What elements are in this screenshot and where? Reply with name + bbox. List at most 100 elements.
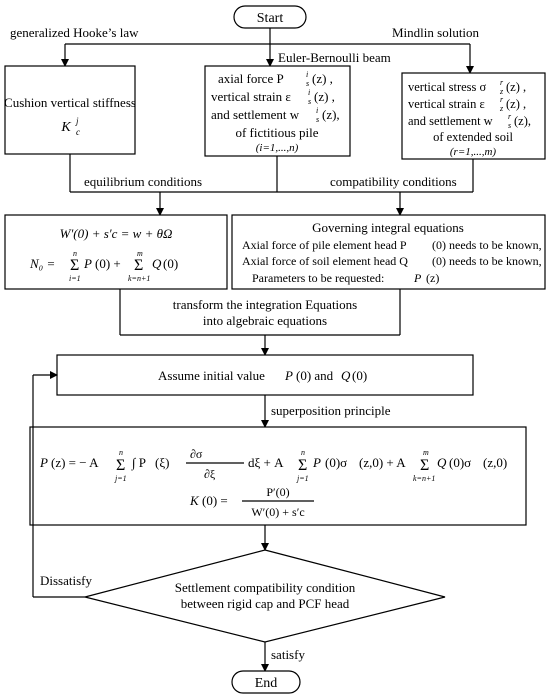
- pile-line3-tail: (z),: [322, 107, 340, 122]
- cushion-symbol-sub: c: [76, 127, 80, 137]
- soil-line3-sub: s: [508, 121, 511, 130]
- pile-line2: vertical strain ε: [211, 89, 291, 104]
- start-label: Start: [257, 11, 284, 26]
- soil-line3-tail: (z),: [514, 114, 531, 128]
- pile-line1-sub: s: [306, 79, 309, 88]
- pile-line2-sup: i: [308, 88, 310, 97]
- svg-text:j=1: j=1: [296, 474, 309, 483]
- extended-soil-box: vertical stress σ z r (z) , vertical str…: [401, 72, 546, 160]
- svg-text:n: n: [119, 448, 123, 457]
- eq1-sum1: Σ: [116, 457, 125, 474]
- eq1-frac-num: ∂σ: [190, 447, 203, 461]
- equilibrium-eq2-lhs: N₀ =: [29, 256, 55, 271]
- cushion-title: Cushion vertical stiffness: [4, 95, 136, 110]
- start-terminator: Start: [233, 5, 307, 29]
- assume-sym1: P: [284, 368, 293, 383]
- pile-line1: axial force P: [218, 71, 284, 86]
- hooke-label: generalized Hooke’s law: [10, 25, 139, 40]
- decision-line2: between rigid cap and PCF head: [181, 596, 350, 611]
- eq1-term3: Q: [437, 455, 447, 470]
- svg-text:m: m: [423, 448, 429, 457]
- soil-line2-sup: r: [500, 95, 504, 104]
- soil-line2-tail: (z) ,: [506, 97, 526, 111]
- governing-line1-tail: (0) needs to be known,: [432, 238, 542, 252]
- pile-line5: (i=1,...,n): [256, 142, 299, 154]
- eq1-frac-den: ∂ξ: [204, 467, 216, 481]
- pile-line3-sup: i: [316, 106, 318, 115]
- svg-text:j=1: j=1: [114, 474, 127, 483]
- superposition-box: P (z) = − A Σ n j=1 ∫ P (ξ) ∂σ ∂ξ dξ + A…: [29, 426, 527, 526]
- eq1-term1: ∫ P: [131, 455, 146, 471]
- eq1-term3c: (z,0): [483, 455, 507, 470]
- equilibrium-box: W′(0) + s′c = w + θΩ N₀ = Σ n i=1 P (0) …: [4, 214, 228, 290]
- eq1-term2: P: [312, 455, 321, 470]
- fictitious-pile-box: axial force P s i (z) , vertical strain …: [204, 65, 351, 157]
- svg-text:n: n: [301, 448, 305, 457]
- pile-line4: of fictitious pile: [235, 125, 318, 140]
- pile-line2-tail: (z) ,: [314, 89, 335, 104]
- eq1-term2b: (0)σ: [325, 455, 347, 470]
- assume-initial-value-box: Assume initial value P (0) and Q (0): [56, 354, 474, 396]
- soil-line3-sup: r: [508, 112, 512, 121]
- governing-line3-tail: (z): [426, 271, 439, 285]
- eq1-term3b: (0)σ: [449, 455, 471, 470]
- svg-text:Σ: Σ: [298, 457, 307, 474]
- superposition-eq1-rest: (z) = − A: [51, 455, 99, 470]
- soil-line1-sup: r: [500, 78, 504, 87]
- soil-line1-sub: z: [499, 87, 504, 96]
- governing-line1: Axial force of pile element head P: [242, 238, 407, 252]
- soil-line3: and settlement w: [408, 114, 493, 128]
- cushion-stiffness-box: Cushion vertical stiffness K c j: [4, 65, 136, 155]
- pile-line3-sub: s: [316, 115, 319, 124]
- governing-equations-box: Governing integral equations Axial force…: [231, 214, 546, 290]
- equilibrium-label: equilibrium conditions: [84, 174, 202, 189]
- soil-line1: vertical stress σ: [408, 80, 487, 94]
- governing-title: Governing integral equations: [312, 220, 464, 235]
- governing-line2: Axial force of soil element head Q: [242, 254, 408, 268]
- cushion-symbol-sup: j: [75, 116, 79, 126]
- eq1-dxi: dξ + A: [248, 455, 284, 470]
- governing-line2-tail: (0) needs to be known,: [432, 254, 542, 268]
- compatibility-label: compatibility conditions: [330, 174, 457, 189]
- soil-line5: (r=1,...,m): [450, 146, 497, 158]
- equilibrium-eq1: W′(0) + s′c = w + θΩ: [60, 226, 173, 241]
- cushion-symbol: K: [60, 120, 71, 135]
- svg-text:Σ: Σ: [420, 457, 429, 474]
- satisfy-label: satisfy: [271, 647, 305, 662]
- equilibrium-eq2-p-tail: (0) +: [95, 256, 121, 271]
- superposition-eq2-lhs: K: [189, 493, 200, 508]
- governing-line3-sym: P: [413, 271, 422, 285]
- assume-text: Assume initial value: [158, 368, 265, 383]
- sum1-lower: i=1: [69, 274, 81, 283]
- sum2-upper: m: [137, 249, 143, 258]
- sum1-upper: n: [73, 249, 77, 258]
- middle-connectors: [69, 154, 474, 216]
- sum1-sign: Σ: [70, 257, 79, 274]
- eq1-term2c: (z,0) + A: [359, 455, 406, 470]
- soil-line4: of extended soil: [433, 130, 513, 144]
- pile-line1-tail: (z) ,: [312, 71, 333, 86]
- pile-line3: and settlement w: [211, 107, 300, 122]
- pile-line1-sup: i: [306, 70, 308, 79]
- svg-text:k=n+1: k=n+1: [413, 474, 435, 483]
- decision-line1: Settlement compatibility condition: [175, 580, 356, 595]
- assume-tail: (0): [352, 368, 367, 383]
- merge-connectors: [119, 289, 401, 356]
- compatibility-decision-diamond: Settlement compatibility condition betwe…: [84, 549, 446, 643]
- euler-label: Euler-Bernoulli beam: [278, 50, 391, 65]
- end-label: End: [255, 676, 278, 691]
- soil-line2-sub: z: [499, 104, 504, 113]
- assume-mid: (0) and: [296, 368, 334, 383]
- eq1-term1b: (ξ): [155, 455, 169, 470]
- soil-line2: vertical strain ε: [408, 97, 485, 111]
- sum2-lower: k=n+1: [128, 274, 150, 283]
- equilibrium-eq2-q-tail: (0): [163, 256, 178, 271]
- mindlin-label: Mindlin solution: [392, 25, 480, 40]
- dissatisfy-feedback-loop: [32, 371, 85, 598]
- pile-line2-sub: s: [308, 97, 311, 106]
- end-terminator: End: [231, 670, 301, 694]
- dissatisfy-label: Dissatisfy: [40, 573, 93, 588]
- sum2-sign: Σ: [134, 257, 143, 274]
